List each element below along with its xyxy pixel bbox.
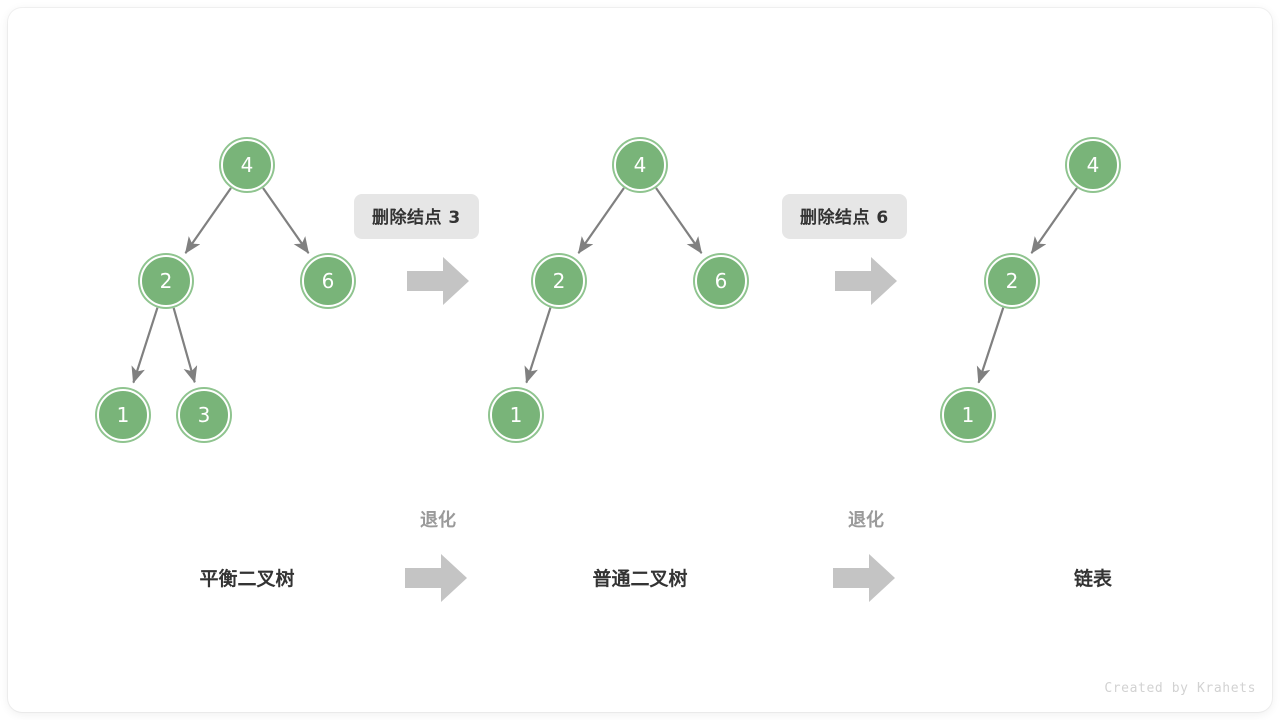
tree-node: 1 <box>490 389 542 441</box>
tree-node: 2 <box>140 255 192 307</box>
transition-2-top-arrow-icon <box>833 253 899 309</box>
transition-1-top-arrow-icon <box>405 253 471 309</box>
tree-node: 4 <box>221 139 273 191</box>
tree-node: 4 <box>614 139 666 191</box>
credit-text: Created by Krahets <box>1104 681 1256 696</box>
transition-2-label: 退化 <box>848 510 884 531</box>
tree-node: 1 <box>97 389 149 441</box>
stage-caption-ordinary: 普通二叉树 <box>592 568 688 590</box>
tree-node: 2 <box>986 255 1038 307</box>
tree-node: 2 <box>533 255 585 307</box>
transition-1-bottom-arrow-icon <box>403 550 469 606</box>
diagram-card <box>8 8 1272 712</box>
tree-node: 1 <box>942 389 994 441</box>
op-delete-3: 删除结点 3 <box>354 194 479 239</box>
tree-node: 3 <box>178 389 230 441</box>
stage-caption-linked-list: 链表 <box>1073 568 1113 590</box>
transition-1-label: 退化 <box>420 510 456 531</box>
tree-node: 4 <box>1067 139 1119 191</box>
tree-node: 6 <box>302 255 354 307</box>
op-delete-6: 删除结点 6 <box>782 194 907 239</box>
tree-node: 6 <box>695 255 747 307</box>
transition-2-bottom-arrow-icon <box>831 550 897 606</box>
stage-caption-balanced: 平衡二叉树 <box>199 568 295 590</box>
